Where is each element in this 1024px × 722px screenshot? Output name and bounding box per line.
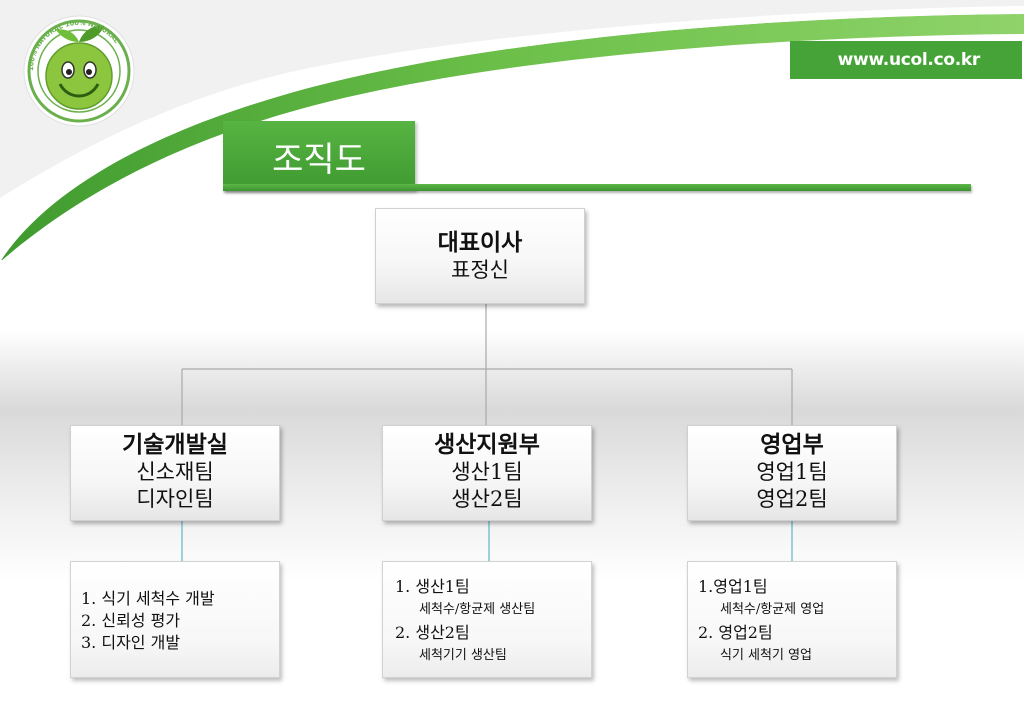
dept-title: 기술개발실 <box>122 432 228 458</box>
ceo-box: 대표이사 표정신 <box>375 208 585 304</box>
detail-item: 3. 디자인 개발 <box>81 633 181 652</box>
ceo-name: 표정신 <box>451 258 509 282</box>
detail-box-production: 1. 생산1팀 세척수/항균제 생산팀 2. 생산2팀 세척기기 생산팀 <box>382 561 592 678</box>
ceo-title: 대표이사 <box>437 230 523 256</box>
smiley-apple-logo-icon: 100% NATURAL 100% NATURAL <box>23 15 135 127</box>
team-label: 영업2팀 <box>756 487 828 511</box>
title-underline-bar <box>223 184 971 191</box>
team-label: 디자인팀 <box>136 487 214 511</box>
detail-subitem: 세척수/항균제 영업 <box>720 602 825 617</box>
team-label: 영업1팀 <box>756 460 828 484</box>
dept-title: 생산지원부 <box>434 432 540 458</box>
team-label: 신소재팀 <box>136 460 214 484</box>
logo: 100% NATURAL 100% NATURAL <box>22 14 136 128</box>
team-label: 생산1팀 <box>451 460 523 484</box>
website-url-link[interactable]: www.ucol.co.kr <box>790 41 1022 79</box>
detail-item: 1. 식기 세척수 개발 <box>81 589 215 608</box>
detail-subitem: 세척수/항균제 생산팀 <box>419 602 536 617</box>
detail-subitem: 세척기기 생산팀 <box>419 648 507 663</box>
green-swoosh-decoration <box>0 0 1024 260</box>
detail-subitem: 식기 세척기 영업 <box>720 648 812 663</box>
detail-item: 1. 생산1팀 <box>395 577 470 596</box>
dept-title: 영업부 <box>760 432 824 458</box>
dept-box-production: 생산지원부 생산1팀 생산2팀 <box>382 425 592 521</box>
detail-box-sales: 1.영업1팀 세척수/항균제 영업 2. 영업2팀 식기 세척기 영업 <box>687 561 897 678</box>
detail-item: 2. 생산2팀 <box>395 623 470 642</box>
dept-box-sales: 영업부 영업1팀 영업2팀 <box>687 425 897 521</box>
detail-item: 1.영업1팀 <box>698 577 768 596</box>
page-title: 조직도 <box>223 121 415 191</box>
dept-box-rnd: 기술개발실 신소재팀 디자인팀 <box>70 425 280 521</box>
detail-item: 2. 영업2팀 <box>698 623 773 642</box>
detail-item: 2. 신뢰성 평가 <box>81 611 181 630</box>
team-label: 생산2팀 <box>451 487 523 511</box>
detail-box-rnd: 1. 식기 세척수 개발 2. 신뢰성 평가 3. 디자인 개발 <box>70 561 280 678</box>
